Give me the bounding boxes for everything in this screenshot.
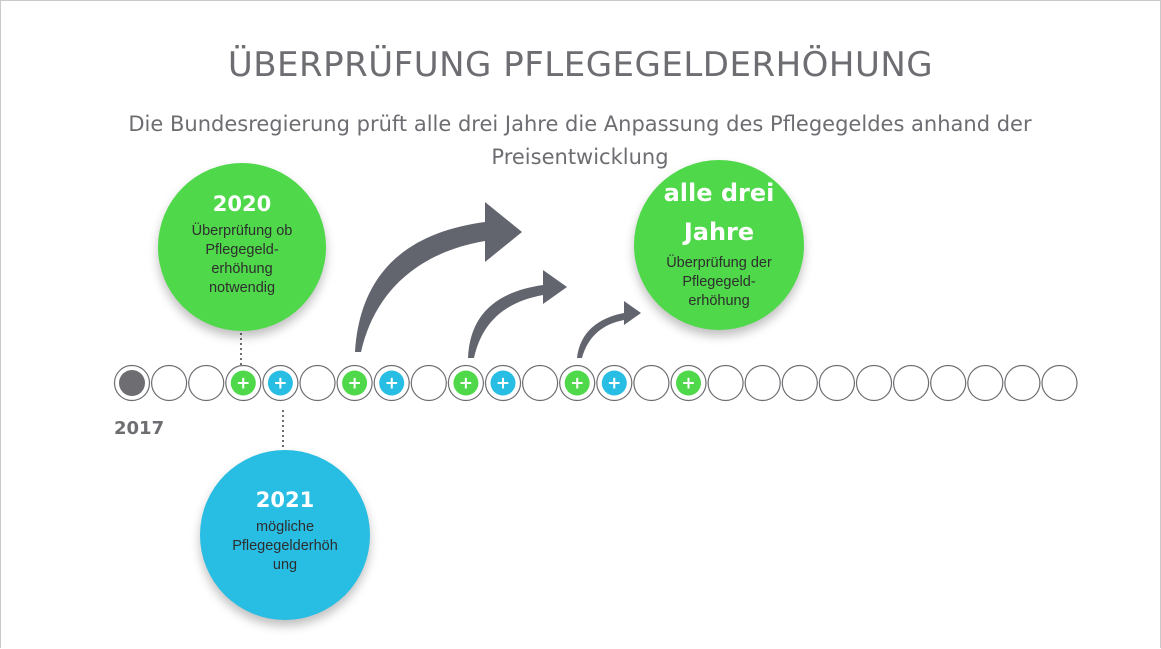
- review-marker: [676, 370, 701, 396]
- timeline-slot-18: [744, 364, 781, 402]
- review-marker: [453, 370, 479, 396]
- plus-icon: +: [273, 374, 287, 394]
- bubble-2020-text: Überprüfung ob Pflegegeld-erhöhung notwe…: [191, 223, 293, 296]
- increase-marker: [601, 370, 627, 396]
- plus-icon: +: [385, 374, 399, 394]
- bubble-2021-year: 2021: [255, 487, 315, 512]
- timeline-slots: + + + + + + + + +: [113, 364, 1078, 402]
- arrow-large: [355, 202, 522, 352]
- review-marker: [230, 370, 256, 396]
- timeline-slot-7: +: [336, 364, 373, 402]
- timeline-slot-23: [930, 364, 967, 402]
- arrow-small: [577, 301, 641, 358]
- arrow-medium: [468, 270, 567, 358]
- bubble-2020: 2020 Überprüfung ob Pflegegeld-erhöhung …: [158, 163, 326, 331]
- plus-icon: +: [570, 374, 584, 394]
- timeline-slot-17: [707, 364, 744, 402]
- review-marker: [342, 370, 368, 396]
- timeline-start-year: 2017: [114, 418, 165, 439]
- timeline-slot-26: [1041, 364, 1078, 402]
- review-marker: [564, 370, 590, 396]
- plus-icon: +: [496, 374, 510, 394]
- timeline-slot-25: [1004, 364, 1041, 402]
- bubble-every-three-years-heading: alle drei Jahre: [663, 178, 775, 246]
- timeline-slot-1: [113, 364, 151, 402]
- bubble-2021-text: mögliche Pflegegelderhöh ung: [232, 518, 338, 573]
- timeline-slot-14: +: [596, 364, 633, 402]
- current-year-marker: [119, 370, 145, 396]
- timeline-slot-5: +: [262, 364, 299, 402]
- bubble-2021: 2021 mögliche Pflegegelderhöh ung: [200, 450, 370, 620]
- plus-icon: +: [681, 374, 695, 394]
- page-title: ÜBERPRÜFUNG PFLEGEGELDERHÖHUNG: [227, 45, 934, 85]
- plus-icon: +: [347, 374, 361, 394]
- timeline-slot-9: [410, 364, 447, 402]
- increase-marker: [379, 370, 405, 396]
- increase-marker: [490, 370, 516, 396]
- timeline-slot-11: +: [484, 364, 522, 402]
- timeline-slot-20: [818, 364, 856, 402]
- timeline-slot-13: +: [559, 364, 596, 402]
- timeline-slot-6: [299, 364, 336, 402]
- bubble-every-three-years: alle drei Jahre Überprüfung der Pflegege…: [634, 160, 804, 330]
- bubble-2020-year: 2020: [212, 192, 272, 216]
- timeline-slot-15: [633, 364, 670, 402]
- plus-icon: +: [236, 374, 250, 394]
- timeline-slot-10: +: [447, 364, 484, 402]
- timeline-slot-4: +: [225, 364, 262, 402]
- plus-icon: +: [459, 374, 473, 394]
- timeline-slot-21: [855, 364, 893, 402]
- timeline-slot-8: +: [373, 364, 410, 402]
- increase-marker: [267, 370, 293, 396]
- timeline-slot-22: [892, 364, 930, 402]
- timeline-slot-3: [188, 364, 225, 402]
- timeline-slot-24: [967, 364, 1004, 402]
- timeline-slot-19: [781, 364, 818, 402]
- plus-icon: +: [607, 374, 621, 394]
- timeline-slot-16: +: [670, 364, 707, 402]
- timeline-slot-12: [521, 364, 559, 402]
- page-subtitle: Die Bundesregierung prüft alle drei Jahr…: [128, 112, 1032, 169]
- timeline-slot-2: [151, 364, 188, 402]
- bubble-every-three-years-text: Überprüfung der Pflegegeld-erhöhung: [666, 254, 772, 309]
